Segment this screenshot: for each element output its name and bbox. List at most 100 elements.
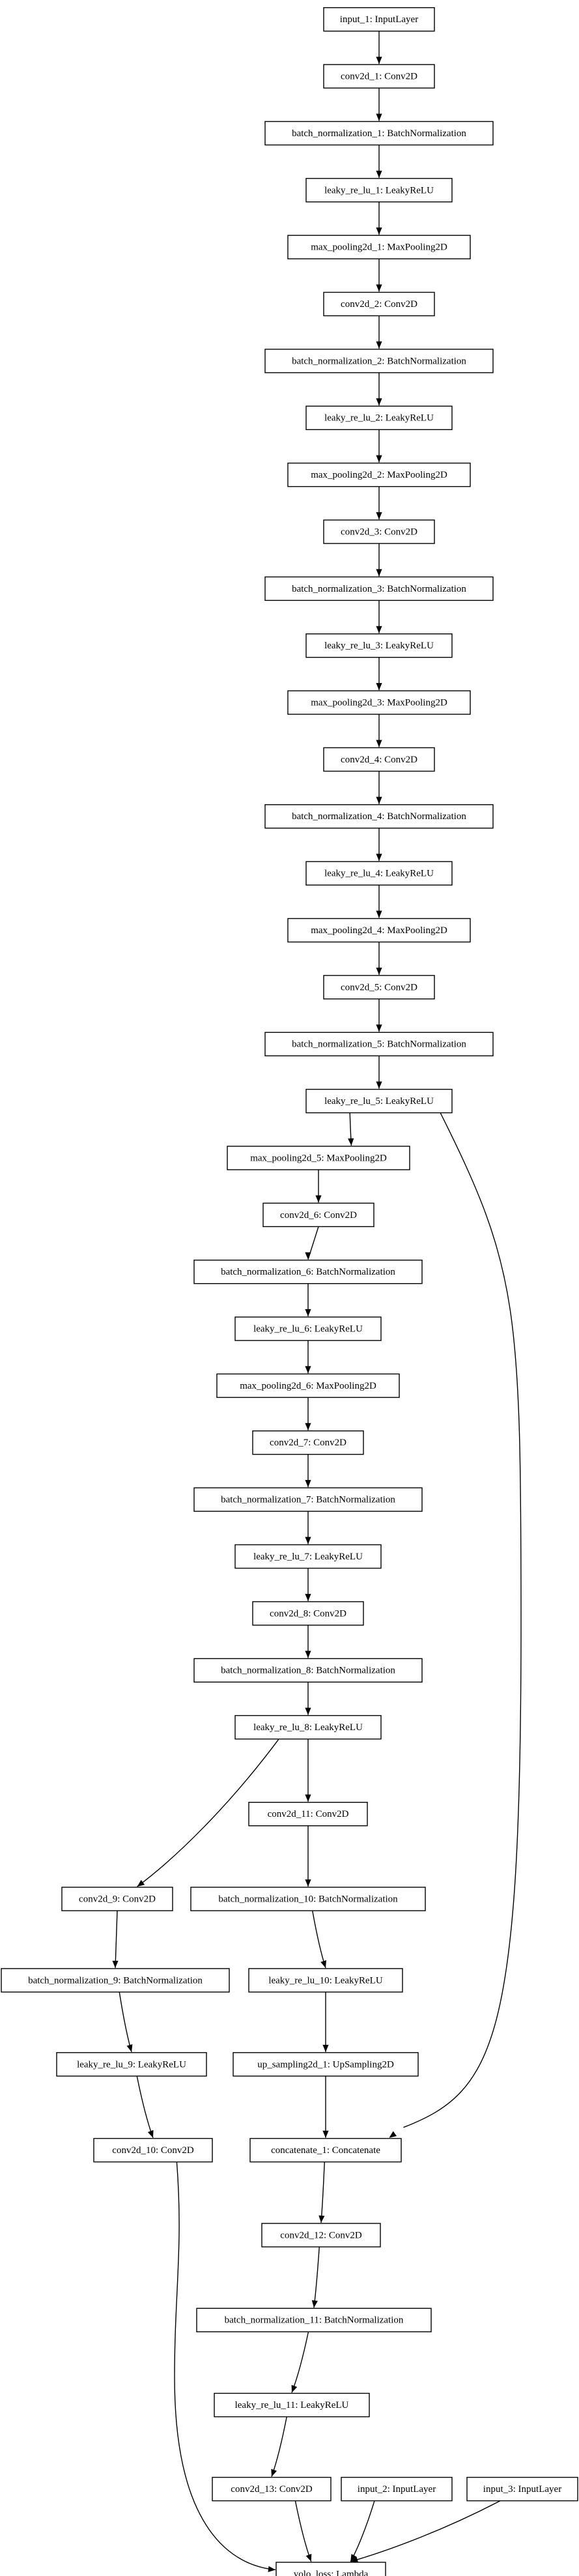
node-box[interactable] xyxy=(323,7,435,32)
node-box[interactable] xyxy=(305,178,453,203)
node-conv2d_6[interactable]: conv2d_6: Conv2D xyxy=(262,1202,374,1228)
node-leaky_re_lu_6[interactable]: leaky_re_lu_6: LeakyReLU xyxy=(234,1316,382,1341)
node-box[interactable] xyxy=(248,1968,403,1993)
node-box[interactable] xyxy=(252,1430,364,1455)
node-batch_normalization_8[interactable]: batch_normalization_8: BatchNormalizatio… xyxy=(193,1658,423,1683)
node-leaky_re_lu_5[interactable]: leaky_re_lu_5: LeakyReLU xyxy=(305,1088,453,1114)
node-box[interactable] xyxy=(212,2476,332,2502)
node-box[interactable] xyxy=(264,576,494,601)
node-box[interactable] xyxy=(323,519,435,544)
node-batch_normalization_6[interactable]: batch_normalization_6: BatchNormalizatio… xyxy=(193,1260,423,1284)
node-batch_normalization_3[interactable]: batch_normalization_3: BatchNormalizatio… xyxy=(264,576,494,601)
node-max_pooling2d_6[interactable]: max_pooling2d_6: MaxPooling2D xyxy=(216,1373,400,1398)
node-leaky_re_lu_3[interactable]: leaky_re_lu_3: LeakyReLU xyxy=(305,633,453,658)
node-box[interactable] xyxy=(323,975,435,1000)
node-box[interactable] xyxy=(466,2476,578,2502)
node-conv2d_10[interactable]: conv2d_10: Conv2D xyxy=(93,2137,213,2163)
edge-arrowhead xyxy=(305,1593,311,1601)
node-conv2d_9[interactable]: conv2d_9: Conv2D xyxy=(61,1887,173,1911)
node-batch_normalization_10[interactable]: batch_normalization_10: BatchNormalizati… xyxy=(190,1887,426,1911)
node-batch_normalization_5[interactable]: batch_normalization_5: BatchNormalizatio… xyxy=(264,1032,494,1056)
node-box[interactable] xyxy=(193,1260,423,1284)
node-max_pooling2d_2[interactable]: max_pooling2d_2: MaxPooling2D xyxy=(287,462,471,487)
node-box[interactable] xyxy=(234,1544,382,1569)
node-conv2d_11[interactable]: conv2d_11: Conv2D xyxy=(248,1802,368,1827)
node-batch_normalization_1[interactable]: batch_normalization_1: BatchNormalizatio… xyxy=(264,121,494,146)
node-box[interactable] xyxy=(305,405,453,430)
node-box[interactable] xyxy=(93,2137,213,2163)
node-input_1[interactable]: input_1: InputLayer xyxy=(323,7,435,32)
node-leaky_re_lu_8[interactable]: leaky_re_lu_8: LeakyReLU xyxy=(234,1715,382,1740)
node-batch_normalization_2[interactable]: batch_normalization_2: BatchNormalizatio… xyxy=(264,349,494,373)
node-box[interactable] xyxy=(264,121,494,146)
node-yolo_loss[interactable]: yolo_loss: Lambda xyxy=(275,2562,386,2576)
node-batch_normalization_4[interactable]: batch_normalization_4: BatchNormalizatio… xyxy=(264,804,494,829)
node-leaky_re_lu_11[interactable]: leaky_re_lu_11: LeakyReLU xyxy=(214,2392,370,2418)
node-max_pooling2d_5[interactable]: max_pooling2d_5: MaxPooling2D xyxy=(227,1146,410,1170)
node-box[interactable] xyxy=(193,1658,423,1683)
node-box[interactable] xyxy=(214,2392,370,2418)
node-leaky_re_lu_10[interactable]: leaky_re_lu_10: LeakyReLU xyxy=(248,1968,403,1993)
node-label: max_pooling2d_4: MaxPooling2D xyxy=(311,925,447,936)
node-leaky_re_lu_2[interactable]: leaky_re_lu_2: LeakyReLU xyxy=(305,405,453,430)
node-box[interactable] xyxy=(264,1032,494,1056)
node-input_3[interactable]: input_3: InputLayer xyxy=(466,2476,578,2502)
node-max_pooling2d_4[interactable]: max_pooling2d_4: MaxPooling2D xyxy=(287,918,471,943)
node-max_pooling2d_3[interactable]: max_pooling2d_3: MaxPooling2D xyxy=(287,690,471,715)
node-box[interactable] xyxy=(305,1088,453,1114)
node-box[interactable] xyxy=(234,1316,382,1341)
node-conv2d_12[interactable]: conv2d_12: Conv2D xyxy=(261,2223,381,2248)
node-box[interactable] xyxy=(341,2476,453,2502)
node-conv2d_2[interactable]: conv2d_2: Conv2D xyxy=(323,291,435,317)
node-box[interactable] xyxy=(323,64,435,89)
node-box[interactable] xyxy=(233,2052,419,2077)
edge-arrowhead xyxy=(350,2554,357,2562)
node-box[interactable] xyxy=(190,1887,426,1911)
node-box[interactable] xyxy=(264,804,494,829)
node-conv2d_7[interactable]: conv2d_7: Conv2D xyxy=(252,1430,364,1455)
node-box[interactable] xyxy=(196,2308,432,2332)
node-box[interactable] xyxy=(305,633,453,658)
node-leaky_re_lu_7[interactable]: leaky_re_lu_7: LeakyReLU xyxy=(234,1544,382,1569)
node-batch_normalization_7[interactable]: batch_normalization_7: BatchNormalizatio… xyxy=(193,1487,423,1512)
node-box[interactable] xyxy=(305,861,453,886)
node-conv2d_5[interactable]: conv2d_5: Conv2D xyxy=(323,975,435,1000)
node-box[interactable] xyxy=(1,1968,230,1993)
node-box[interactable] xyxy=(287,235,471,259)
node-box[interactable] xyxy=(56,2052,207,2077)
node-box[interactable] xyxy=(261,2223,381,2248)
node-label: conv2d_7: Conv2D xyxy=(270,1438,346,1448)
node-batch_normalization_9[interactable]: batch_normalization_9: BatchNormalizatio… xyxy=(1,1968,230,1993)
node-box[interactable] xyxy=(252,1601,364,1626)
node-box[interactable] xyxy=(234,1715,382,1740)
node-box[interactable] xyxy=(287,918,471,943)
node-conv2d_3[interactable]: conv2d_3: Conv2D xyxy=(323,519,435,544)
node-up_sampling2d_1[interactable]: up_sampling2d_1: UpSampling2D xyxy=(233,2052,419,2077)
node-box[interactable] xyxy=(264,349,494,373)
edge-arrowhead xyxy=(112,1960,119,1968)
node-box[interactable] xyxy=(227,1146,410,1170)
node-box[interactable] xyxy=(262,1202,374,1228)
node-box[interactable] xyxy=(287,462,471,487)
node-conv2d_8[interactable]: conv2d_8: Conv2D xyxy=(252,1601,364,1626)
node-box[interactable] xyxy=(61,1887,173,1911)
node-conv2d_4[interactable]: conv2d_4: Conv2D xyxy=(323,747,435,772)
node-leaky_re_lu_4[interactable]: leaky_re_lu_4: LeakyReLU xyxy=(305,861,453,886)
node-box[interactable] xyxy=(323,747,435,772)
node-batch_normalization_11[interactable]: batch_normalization_11: BatchNormalizati… xyxy=(196,2308,432,2332)
node-box[interactable] xyxy=(248,1802,368,1827)
node-max_pooling2d_1[interactable]: max_pooling2d_1: MaxPooling2D xyxy=(287,235,471,259)
node-box[interactable] xyxy=(193,1487,423,1512)
node-box[interactable] xyxy=(323,291,435,317)
node-box[interactable] xyxy=(249,2137,402,2163)
node-box[interactable] xyxy=(287,690,471,715)
node-box[interactable] xyxy=(275,2562,386,2576)
node-conv2d_1[interactable]: conv2d_1: Conv2D xyxy=(323,64,435,89)
node-conv2d_13[interactable]: conv2d_13: Conv2D xyxy=(212,2476,332,2502)
node-box[interactable] xyxy=(216,1373,400,1398)
node-concatenate_1[interactable]: concatenate_1: Concatenate xyxy=(249,2137,402,2163)
edge-leaky_re_lu_1-to-max_pooling2d_1 xyxy=(376,201,382,235)
node-input_2[interactable]: input_2: InputLayer xyxy=(341,2476,453,2502)
node-leaky_re_lu_9[interactable]: leaky_re_lu_9: LeakyReLU xyxy=(56,2052,207,2077)
node-leaky_re_lu_1[interactable]: leaky_re_lu_1: LeakyReLU xyxy=(305,178,453,203)
